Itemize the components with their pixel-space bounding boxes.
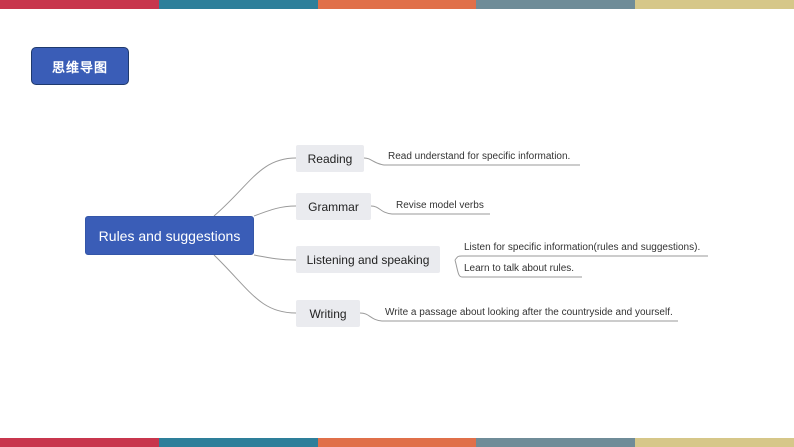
stripe-segment-orange [317, 438, 477, 447]
leaf-writing-1: Write a passage about looking after the … [385, 307, 673, 318]
stripe-segment-slate [476, 438, 636, 447]
connector-root-writing [213, 254, 297, 314]
slide-title-badge: 思维导图 [31, 47, 129, 85]
leaf-listening-2: Learn to talk about rules. [464, 263, 575, 274]
connector-reading-leaf [363, 157, 580, 166]
stripe-segment-orange [317, 0, 477, 9]
connector-root-reading [213, 157, 297, 217]
stripe-segment-sand [635, 438, 794, 447]
branch-node-writing: Writing [296, 300, 360, 327]
connector-listening-leaf1 [454, 255, 708, 261]
branch-node-listening-speaking: Listening and speaking [296, 246, 440, 273]
connector-grammar-leaf [370, 205, 490, 215]
stripe-segment-sand [635, 0, 794, 9]
leaf-grammar-1: Revise model verbs [396, 200, 484, 211]
stripe-segment-red [0, 438, 159, 447]
connector-writing-leaf [359, 312, 678, 322]
stripe-segment-teal [158, 0, 318, 9]
mindmap-root-node: Rules and suggestions [85, 216, 254, 255]
connector-root-grammar [253, 205, 297, 217]
connector-listening-leaf2 [454, 259, 582, 278]
stripe-segment-slate [476, 0, 636, 9]
bottom-color-stripe [0, 438, 794, 447]
stripe-segment-red [0, 0, 159, 9]
top-color-stripe [0, 0, 794, 9]
leaf-reading-1: Read understand for specific information… [388, 151, 571, 162]
stripe-segment-teal [158, 438, 318, 447]
connector-root-listening [253, 254, 297, 261]
leaf-listening-1: Listen for specific information(rules an… [464, 242, 701, 253]
branch-node-grammar: Grammar [296, 193, 371, 220]
branch-node-reading: Reading [296, 145, 364, 172]
